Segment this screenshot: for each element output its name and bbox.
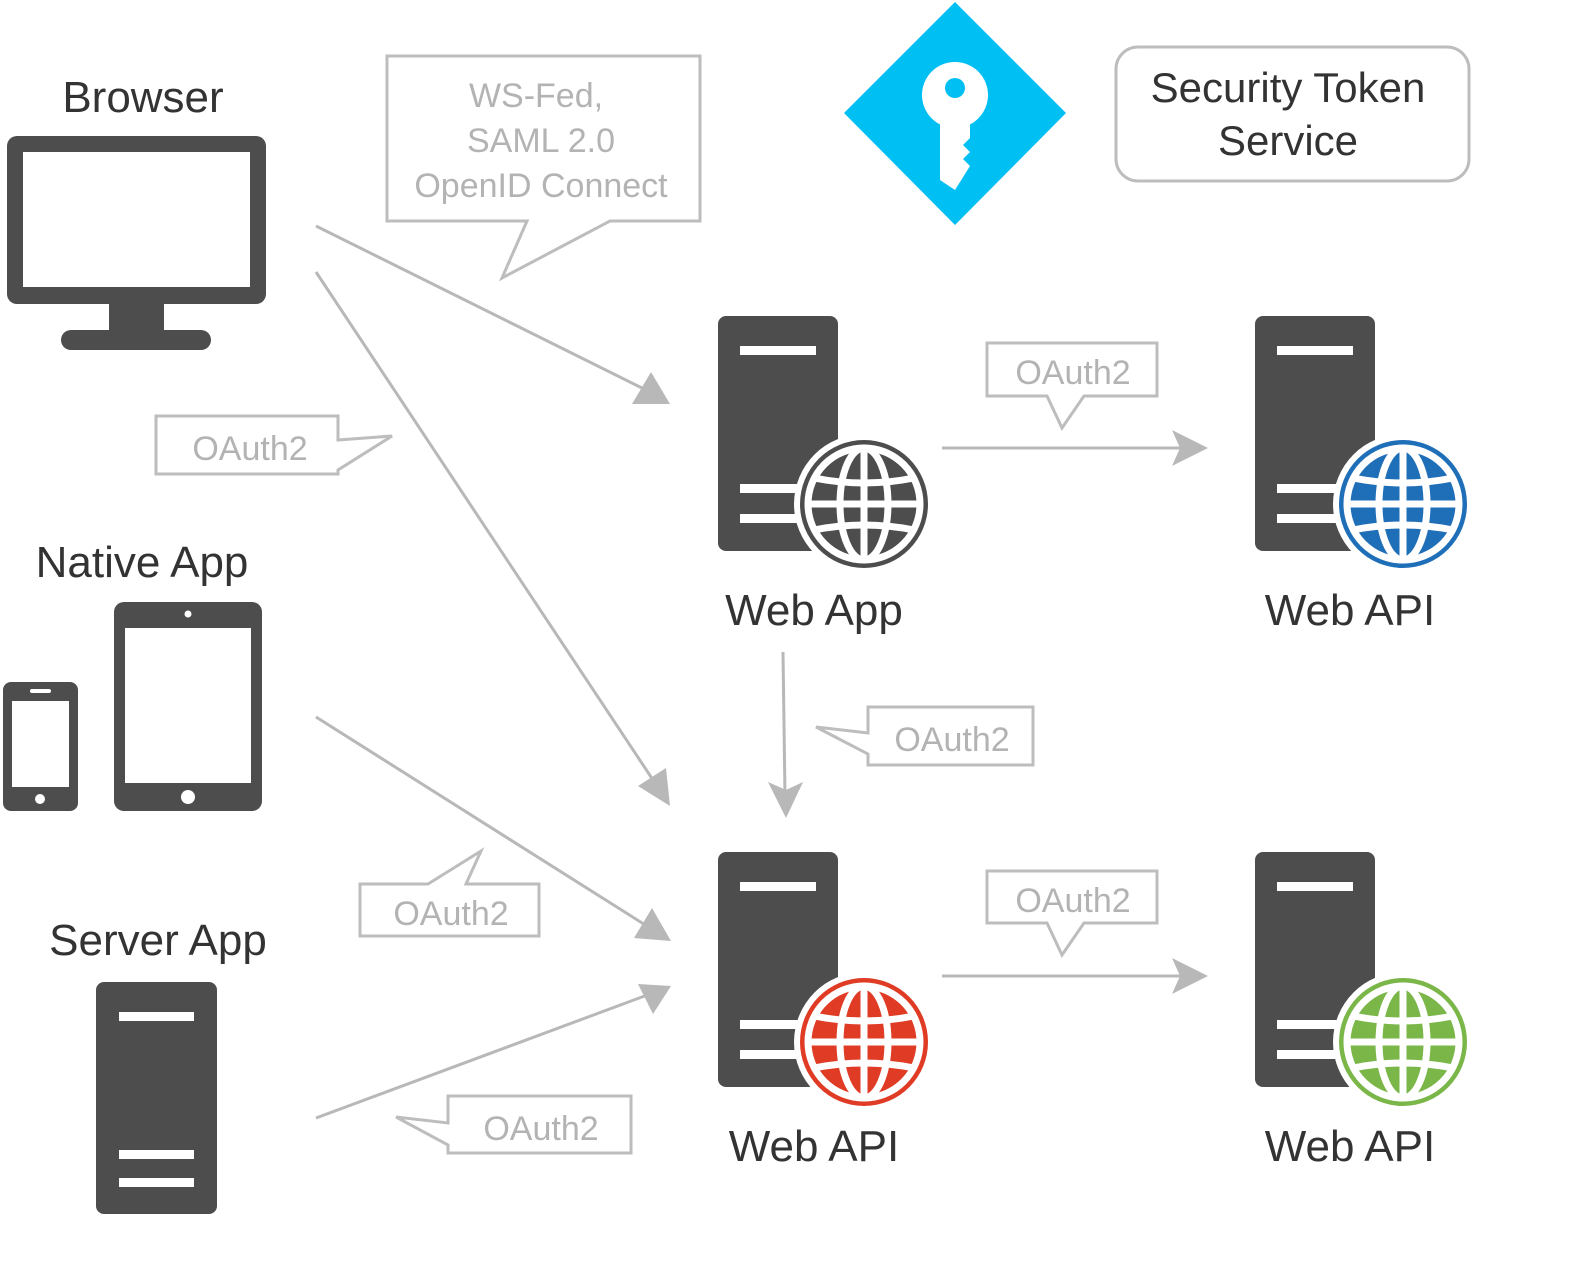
web-api-middle-label: Web API (729, 1122, 899, 1171)
sts-title-line-1: Security Token (1151, 64, 1426, 111)
globe-icon (794, 434, 934, 574)
arrow-webapi-to-webapi-right (942, 958, 1208, 994)
oauth-callout-server: OAuth2 (395, 1094, 633, 1155)
sts-box: Security Token Service (1114, 45, 1471, 183)
protocols-line-2: SAML 2.0 (467, 122, 615, 160)
web-app-label: Web App (725, 586, 903, 635)
web-api-middle-server-icon (718, 852, 934, 1112)
protocols-line-1: WS-Fed, (469, 77, 603, 115)
arrow-browser-to-webapi (314, 271, 670, 806)
monitor-icon (7, 136, 266, 350)
arrow-webapp-to-webapi-right (942, 430, 1208, 466)
oauth-label: OAuth2 (192, 430, 307, 468)
sts-title-line-2: Service (1218, 117, 1358, 164)
oauth-label: OAuth2 (894, 721, 1009, 759)
oauth-callout-native: OAuth2 (358, 847, 541, 938)
protocols-callout: WS-Fed, SAML 2.0 OpenID Connect (385, 54, 702, 282)
oauth-label: OAuth2 (393, 895, 508, 933)
globe-icon (1333, 972, 1473, 1112)
oauth-callout-browser: OAuth2 (154, 414, 393, 476)
sts-key-icon (844, 2, 1066, 225)
web-api-top-right-label: Web API (1265, 586, 1435, 635)
web-app-server-icon (718, 316, 934, 574)
oauth-label: OAuth2 (1015, 354, 1130, 392)
arrow-native-to-webapi (315, 715, 671, 941)
arrow-webapp-to-webapi-down (768, 651, 803, 818)
oauth-callout-webapi-right: OAuth2 (985, 869, 1159, 959)
server-app-label: Server App (49, 916, 267, 965)
phone-icon (3, 682, 78, 811)
server-app-icon (96, 982, 217, 1214)
oauth-callout-webapp-down: OAuth2 (815, 705, 1035, 767)
arrow-server-to-webapi (315, 984, 671, 1120)
arrow-browser-to-webapp (315, 224, 670, 404)
globe-icon (794, 972, 934, 1112)
tablet-icon (114, 602, 262, 811)
oauth-callout-webapp-right: OAuth2 (985, 341, 1159, 432)
browser-label: Browser (62, 73, 223, 122)
web-api-top-right-server-icon (1255, 316, 1473, 574)
oauth-label: OAuth2 (1015, 882, 1130, 920)
protocols-line-3: OpenID Connect (414, 167, 668, 205)
web-api-bottom-right-label: Web API (1265, 1122, 1435, 1171)
oauth-label: OAuth2 (483, 1110, 598, 1148)
native-app-label: Native App (36, 538, 249, 587)
globe-icon (1333, 434, 1473, 574)
web-api-bottom-right-server-icon (1255, 852, 1473, 1112)
